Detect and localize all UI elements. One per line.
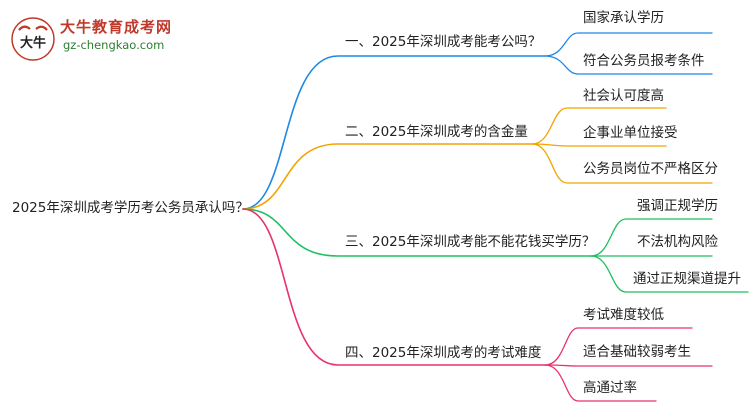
logo-mark-text: 大牛 — [20, 35, 46, 51]
leaf-1-2: 符合公务员报考条件 — [583, 53, 705, 69]
bull-logo-icon: 大牛 — [11, 17, 55, 61]
root-topic: 2025年深圳成考学历考公务员承认吗？ — [12, 200, 249, 216]
leaf-3-1-connector — [590, 218, 713, 257]
leaf-4-2: 适合基础较弱考生 — [583, 344, 691, 360]
logo-url: gz-chengkao.com — [63, 38, 165, 52]
leaf-2-1: 社会认可度高 — [583, 88, 664, 104]
leaf-2-3-connector — [531, 143, 713, 184]
branch-2-label: 二、2025年深圳成考的含金量 — [345, 124, 528, 140]
leaf-4-2-connector — [544, 364, 713, 367]
leaf-1-1: 国家承认学历 — [583, 10, 664, 26]
leaf-3-2: 不法机构风险 — [637, 234, 718, 250]
leaf-4-3-connector — [544, 364, 657, 402]
branch-1-label: 一、2025年深圳成考能考公吗？ — [345, 34, 542, 50]
branch-2-connector — [242, 143, 533, 210]
site-logo[interactable]: 大牛 大牛教育成考网 gz-chengkao.com — [8, 14, 198, 64]
leaf-2-2-connector — [531, 143, 667, 147]
leaf-3-1: 强调正规学历 — [637, 198, 718, 214]
leaf-2-1-connector — [531, 107, 667, 145]
leaf-4-3: 高通过率 — [583, 380, 637, 396]
leaf-1-2-connector — [544, 55, 713, 75]
branch-4-label: 四、2025年深圳成考的考试难度 — [345, 345, 542, 361]
leaf-2-2: 企事业单位接受 — [583, 125, 678, 141]
branch-3-label: 三、2025年深圳成考能不能花钱买学历？ — [345, 234, 596, 250]
leaf-3-3: 通过正规渠道提升 — [633, 271, 741, 287]
branch-3-connector — [242, 208, 592, 257]
logo-title: 大牛教育成考网 — [60, 18, 173, 36]
branch-1-connector — [242, 55, 546, 210]
branch-4-connector — [242, 208, 546, 366]
leaf-3-3-connector — [590, 255, 749, 293]
leaf-2-3: 公务员岗位不严格区分 — [583, 161, 718, 177]
leaf-1-1-connector — [544, 32, 713, 57]
leaf-4-1-connector — [544, 327, 693, 366]
leaf-4-1: 考试难度较低 — [583, 307, 664, 323]
